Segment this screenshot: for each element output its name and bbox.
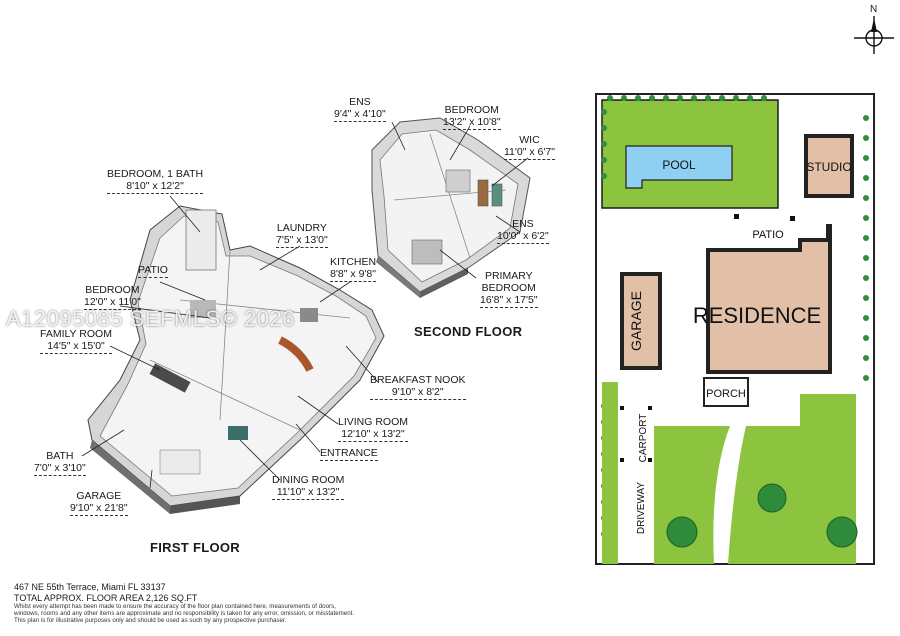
label-bedroom-upper: BEDROOM 13'2" x 10'8" (443, 104, 501, 130)
room-dimension: 10'0" x 6'2" (497, 230, 549, 244)
compass: N (852, 4, 896, 54)
room-name: ENS (349, 96, 371, 108)
driveway-label: DRIVEWAY (636, 482, 647, 535)
site-plan: POOL STUDIO PATIO RESIDENCE GARAGE PORCH… (595, 93, 875, 565)
room-dimension: 11'10" x 13'2" (272, 486, 345, 500)
room-dimension: 9'10" x 21'8" (70, 502, 128, 516)
room-name: GARAGE (76, 490, 122, 502)
first-floor-title: FIRST FLOOR (150, 540, 240, 555)
room-dimension: 8'10" x 12'2" (107, 180, 204, 194)
residence-building (672, 242, 828, 370)
label-dining-room: DINING ROOM 11'10" x 13'2" (272, 474, 345, 500)
room-dimension: 12'0" x 11'0" (84, 296, 141, 310)
room-name: BEDROOM (85, 284, 140, 296)
room-name: BEDROOM, 1 BATH (107, 168, 204, 180)
studio-label: STUDIO (806, 160, 851, 174)
leader-lines (81, 121, 529, 489)
floorplan-illustration (81, 117, 531, 514)
room-name-line2: BEDROOM (481, 282, 536, 294)
trees (666, 483, 858, 548)
footer-disclaimer-2: windows, rooms and any other items are a… (14, 610, 355, 617)
label-primary-bedroom: PRIMARY BEDROOM 16'8" x 17'5" (480, 270, 538, 308)
room-name: BATH (46, 450, 74, 462)
room-dimension: 9'4" x 4'10" (334, 108, 386, 122)
garage-building (624, 276, 658, 366)
porch-label: PORCH (706, 388, 746, 400)
room-name: PATIO (138, 264, 168, 278)
hedge-row-right (863, 115, 869, 381)
room-dimension: 12'10" x 13'2" (338, 428, 409, 442)
room-dimension: 8'8" x 9'8" (330, 268, 377, 282)
footer-disclaimer-1: Whilst every attempt has been made to en… (14, 603, 336, 610)
label-entrance: ENTRANCE (320, 447, 378, 461)
pool-shape (625, 145, 733, 189)
room-name: ENTRANCE (320, 447, 378, 461)
footer-area: TOTAL APPROX. FLOOR AREA 2,126 SQ.FT (14, 593, 198, 603)
second-floor-model (371, 117, 531, 298)
front-lawn-left (602, 382, 618, 564)
room-name: BEDROOM (444, 104, 499, 116)
room-dimension: 16'8" x 17'5" (480, 294, 538, 308)
room-dimension: 11'0" x 6'7" (504, 146, 555, 160)
label-patio-first: PATIO (138, 264, 168, 278)
pool-label: POOL (662, 158, 696, 172)
first-floor-model (87, 205, 385, 514)
label-bath: BATH 7'0" x 3'10" (34, 450, 86, 476)
room-name: ENS (512, 218, 534, 230)
room-dimension: 7'5" x 13'0" (276, 234, 328, 248)
room-name: KITCHEN (330, 256, 377, 268)
hedge-row-top (607, 95, 767, 101)
compass-rose-icon (854, 16, 894, 54)
label-garage-first: GARAGE 9'10" x 21'8" (70, 490, 128, 516)
north-label: N (870, 4, 878, 15)
label-family-room: FAMILY ROOM 14'5" x 15'0" (40, 328, 112, 354)
carport-posts (620, 214, 795, 462)
label-breakfast-nook: BREAKFAST NOOK 9'10" x 8'2" (370, 374, 466, 400)
carport-label: CARPORT (638, 414, 649, 463)
second-floor-title: SECOND FLOOR (414, 324, 523, 339)
garage-label: GARAGE (628, 291, 644, 351)
label-bedroom-1bath: BEDROOM, 1 BATH 8'10" x 12'2" (107, 168, 204, 194)
room-dimension: 13'2" x 10'8" (443, 116, 501, 130)
room-dimension: 7'0" x 3'10" (34, 462, 86, 476)
room-dimension: 9'10" x 8'2" (370, 386, 466, 400)
room-name: BREAKFAST NOOK (370, 374, 466, 386)
room-name: LIVING ROOM (338, 416, 409, 428)
label-bedroom-first: BEDROOM 12'0" x 11'0" (84, 284, 141, 310)
front-lawn-right (728, 394, 856, 564)
residence-label: RESIDENCE (693, 303, 821, 328)
room-name: LAUNDRY (276, 222, 327, 234)
label-ens-right: ENS 10'0" x 6'2" (497, 218, 549, 244)
label-living-room: LIVING ROOM 12'10" x 13'2" (338, 416, 409, 442)
label-wic: WIC 11'0" x 6'7" (504, 134, 555, 160)
label-laundry: LAUNDRY 7'5" x 13'0" (276, 222, 328, 248)
label-kitchen: KITCHEN 8'8" x 9'8" (330, 256, 377, 282)
room-name: PRIMARY (484, 270, 533, 282)
label-ens-upper: ENS 9'4" x 4'10" (334, 96, 386, 122)
mls-watermark: A12095085 SEFMLS© 2026 (6, 306, 295, 331)
room-dimension: 14'5" x 15'0" (40, 340, 112, 354)
patio-label: PATIO (752, 229, 784, 241)
room-name: FAMILY ROOM (40, 328, 112, 340)
porch-outline (703, 377, 749, 407)
room-name: WIC (519, 134, 540, 146)
room-name: DINING ROOM (272, 474, 345, 486)
footer-disclaimer-3: This plan is for illustrative purposes o… (14, 617, 287, 624)
footer-address: 467 NE 55th Terrace, Miami FL 33137 (14, 582, 166, 592)
studio-building (808, 138, 850, 194)
